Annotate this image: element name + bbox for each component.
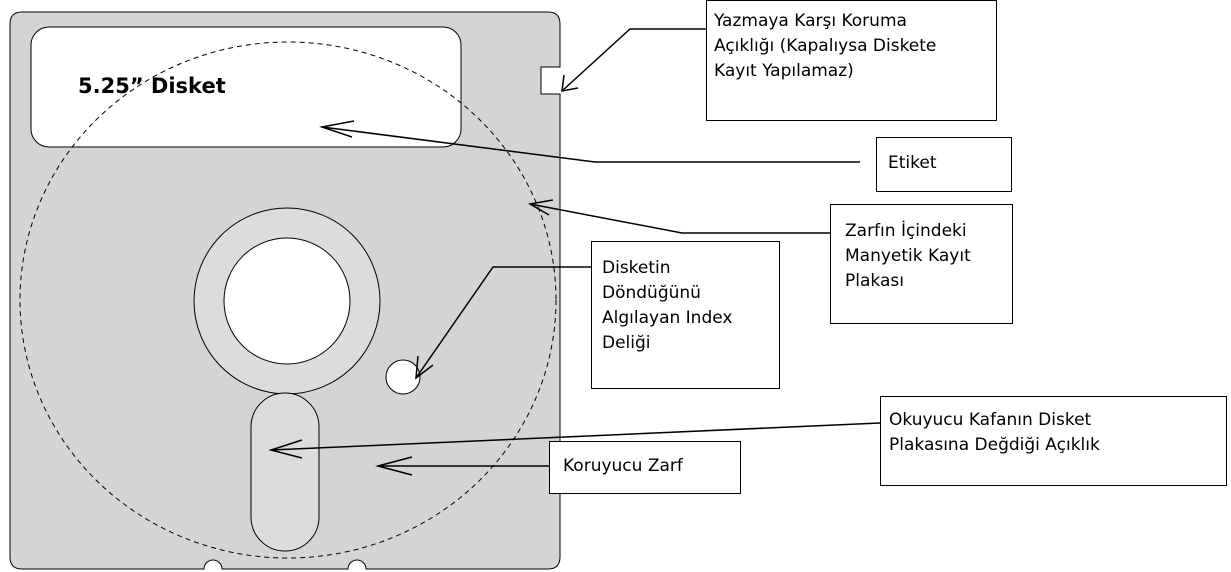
- disk-title: 5.25” Disket: [78, 74, 226, 98]
- leader-lines: [268, 28, 881, 476]
- callout-write-protect: Yazmaya Karşı Koruma Açıklığı (Kapalıysa…: [706, 0, 997, 121]
- callout-protective-envelope: Koruyucu Zarf: [549, 441, 741, 494]
- arrowhead-magnetic-plate: [527, 199, 554, 216]
- leader-label: [321, 126, 860, 163]
- callout-magnetic-plate: Zarfın İçindeki Manyetik Kayıt Plakası: [830, 204, 1013, 324]
- leader-index-hole: [415, 266, 592, 379]
- index-hole: [385, 359, 421, 395]
- arrowhead-read-head: [268, 439, 303, 459]
- magnetic-plate-outline: [19, 41, 557, 559]
- label-area: [30, 26, 462, 148]
- leader-write-protect: [561, 28, 710, 92]
- arrowhead-envelope: [375, 456, 413, 476]
- callout-label: Etiket: [876, 137, 1012, 192]
- leader-read-head: [270, 422, 881, 451]
- callout-index-hole: Disketin Döndüğünü Algılayan Index Deliğ…: [591, 241, 780, 389]
- arrowhead-label: [319, 120, 355, 138]
- arrowhead-index-hole: [415, 355, 434, 380]
- leader-magnetic-plate: [529, 203, 830, 234]
- spindle-hole: [223, 237, 351, 365]
- arrowhead-write-protect: [561, 74, 579, 92]
- read-head-slot: [250, 392, 320, 552]
- callout-read-head-opening: Okuyucu Kafanın Disket Plakasına Değdiği…: [880, 396, 1227, 486]
